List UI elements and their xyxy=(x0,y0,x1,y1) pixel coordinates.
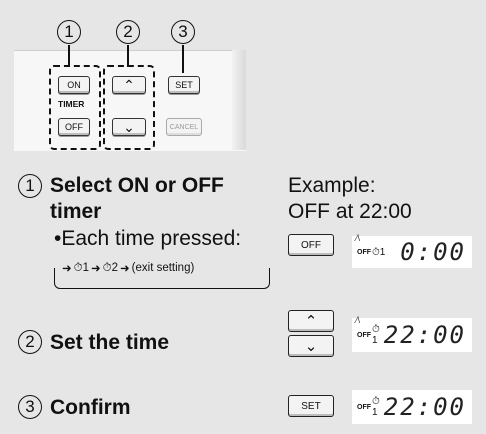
cycle-flow: ➜ ⏱1 ➜ ⏱2 ➜ (exit setting) xyxy=(62,261,195,276)
blink-icon: ⁄\ xyxy=(356,233,361,243)
step-2-title: Set the time xyxy=(50,331,170,354)
remote-down-button[interactable]: ⌄ xyxy=(112,118,146,136)
callout-1-line xyxy=(68,45,70,67)
lcd-off-tag: OFF xyxy=(357,403,371,411)
lcd-timer-icon: ⏱1 xyxy=(372,324,380,346)
arrow-right-icon: ➜ xyxy=(91,263,101,275)
lcd-timer-icon: ⏱1 xyxy=(372,246,386,258)
lcd-off-tag: OFF xyxy=(357,331,371,339)
remote-on-button[interactable]: ON xyxy=(58,76,90,94)
example-value: OFF at 22:00 xyxy=(288,200,412,223)
lcd-time: 22:00 xyxy=(383,321,466,349)
arrow-right-icon: ➜ xyxy=(120,263,130,275)
step-1-bullet: •Each time pressed: xyxy=(54,227,242,250)
cycle-loop-line xyxy=(54,268,270,289)
step-3-lcd-display: OFF ⏱1 22:00 xyxy=(352,390,472,424)
step-2-number: 2 xyxy=(18,330,42,354)
callout-1: 1 xyxy=(57,20,81,44)
example-label: Example: xyxy=(288,174,376,197)
remote-up-button[interactable]: ⌃ xyxy=(112,76,146,94)
step-1-off-button[interactable]: OFF xyxy=(288,234,334,256)
step-1-number: 1 xyxy=(18,174,42,198)
lcd-timer-icon: ⏱1 xyxy=(372,396,380,418)
flow-step-exit: (exit setting) xyxy=(131,262,195,274)
flow-step-timer2: ⏱2 xyxy=(102,261,119,274)
step-2-up-button[interactable]: ⌃ xyxy=(288,310,334,332)
step-1-title-cont: timer xyxy=(50,200,102,223)
callout-3-line xyxy=(182,45,184,73)
step-1-lcd-display: ⁄\ OFF ⏱1 0:00 xyxy=(352,233,472,268)
flow-step-timer1: ⏱1 xyxy=(73,261,90,274)
step-3-number: 3 xyxy=(18,395,42,419)
blink-icon: ⁄\ xyxy=(356,315,361,325)
step-2-lcd-display: ⁄\ OFF ⏱1 22:00 xyxy=(352,315,472,352)
remote-timer-label: TIMER xyxy=(58,99,85,109)
remote-off-button[interactable]: OFF xyxy=(58,118,90,136)
remote-edge xyxy=(232,50,246,150)
callout-2-line xyxy=(127,45,129,67)
on-off-highlight-box xyxy=(49,65,101,150)
callout-2: 2 xyxy=(116,20,140,44)
lcd-time: 22:00 xyxy=(383,393,466,421)
lcd-time: 0:00 xyxy=(400,238,466,266)
remote-set-button[interactable]: SET xyxy=(168,76,200,94)
step-2-down-button[interactable]: ⌄ xyxy=(288,335,334,357)
arrow-right-icon: ➜ xyxy=(62,263,72,275)
callout-3: 3 xyxy=(171,20,195,44)
loop-cover xyxy=(56,260,266,276)
lcd-off-tag: OFF xyxy=(357,248,371,256)
step-1-title: Select ON or OFF xyxy=(50,174,224,197)
step-3-set-button[interactable]: SET xyxy=(288,395,334,417)
remote-cancel-button[interactable]: CANCEL xyxy=(166,118,202,136)
up-down-highlight-box xyxy=(103,65,155,150)
step-3-title: Confirm xyxy=(50,396,131,419)
